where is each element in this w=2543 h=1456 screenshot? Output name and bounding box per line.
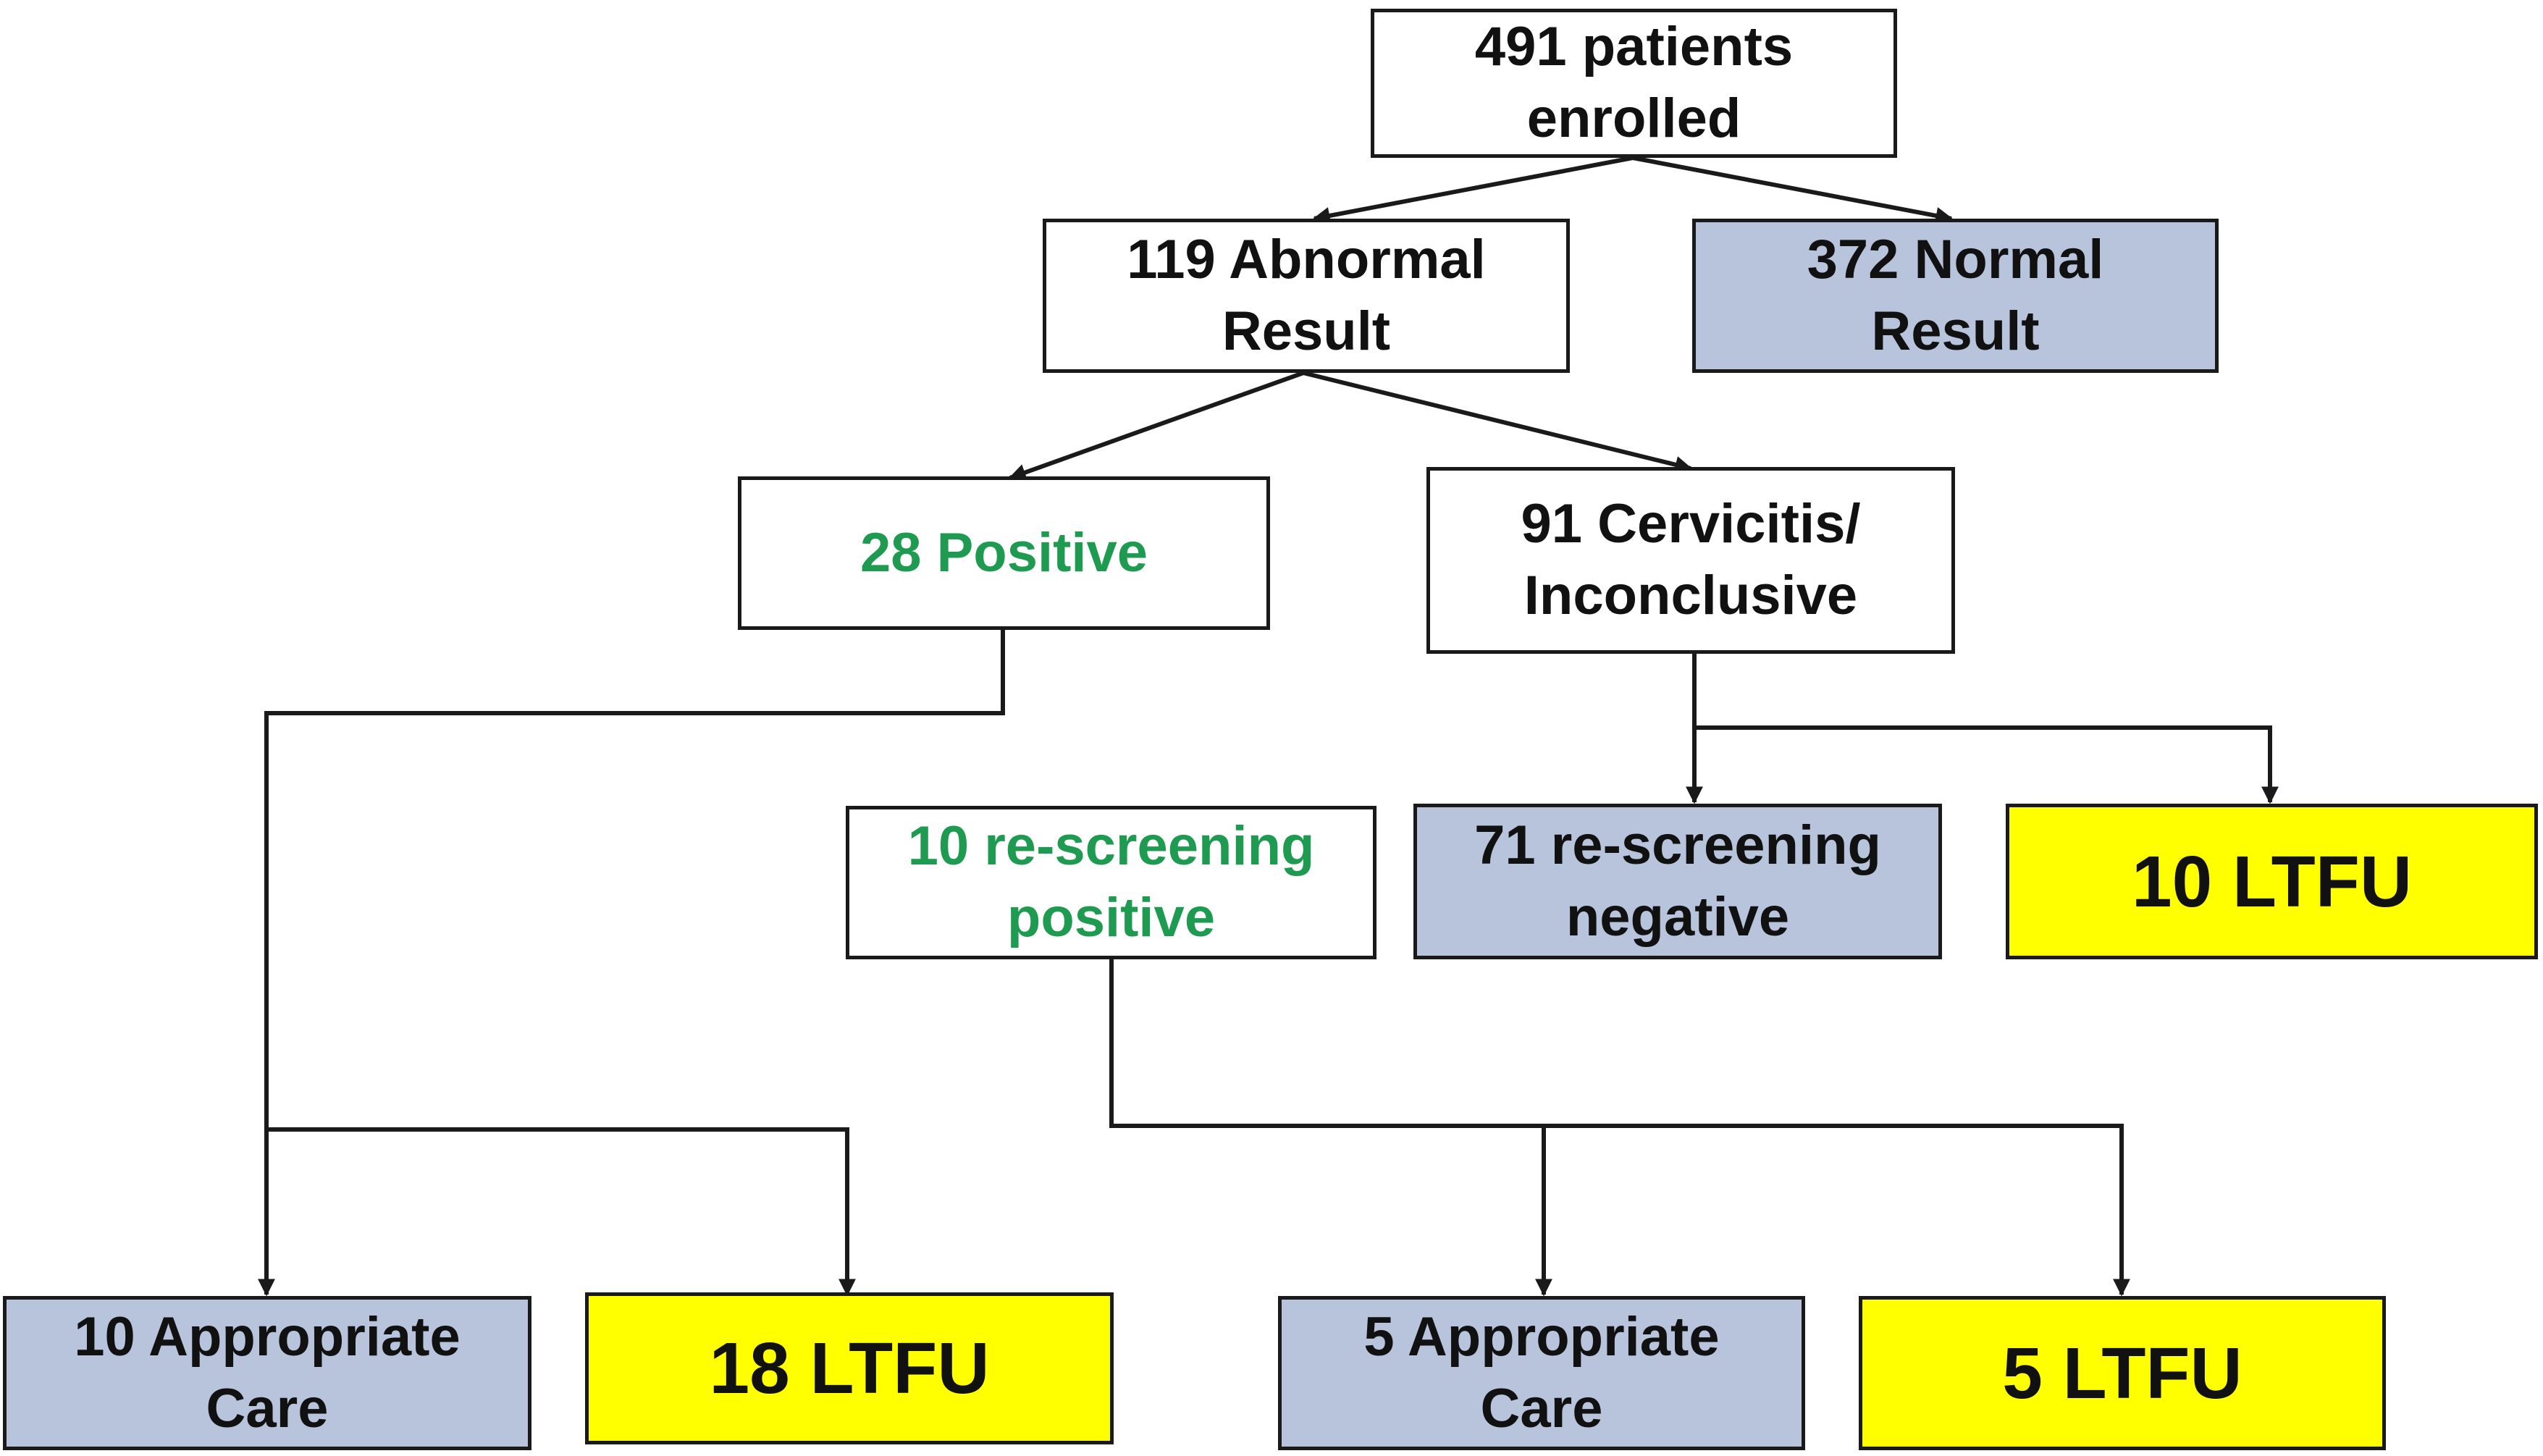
node-normal-result: 372 Normal Result xyxy=(1692,219,2219,373)
node-appropriate-care-10: 10 Appropriate Care xyxy=(3,1296,531,1450)
edge-abnormal-cervicitis xyxy=(1303,371,1693,474)
node-rescreening-negative: 71 re-screening negative xyxy=(1413,804,1942,959)
edge-enrolled-abnormal xyxy=(1312,156,1634,224)
edge-rescreen-branch xyxy=(1109,959,1552,1297)
node-abnormal-result: 119 Abnormal Result xyxy=(1043,219,1570,373)
edge-enrolled-normal xyxy=(1632,156,1954,224)
node-positive: 28 Positive xyxy=(738,476,1270,630)
node-patients-enrolled: 491 patients enrolled xyxy=(1371,9,1897,158)
node-cervicitis-inconclusive: 91 Cervicitis/ Inconclusive xyxy=(1426,467,1955,654)
node-appropriate-care-5: 5 Appropriate Care xyxy=(1278,1296,1805,1450)
edge-abnormal-positive xyxy=(1008,371,1305,481)
edge-positive-ltfu18 xyxy=(266,1127,856,1297)
node-ltfu-18: 18 LTFU xyxy=(585,1292,1114,1444)
node-ltfu-10: 10 LTFU xyxy=(2006,804,2538,959)
node-rescreening-positive: 10 re-screening positive xyxy=(846,806,1376,959)
edge-cervicitis-split xyxy=(1692,654,2279,804)
edge-positive-branch xyxy=(258,630,1005,1297)
edge-rescreen-ltfu5 xyxy=(1542,1124,2130,1297)
node-ltfu-5: 5 LTFU xyxy=(1859,1296,2386,1450)
